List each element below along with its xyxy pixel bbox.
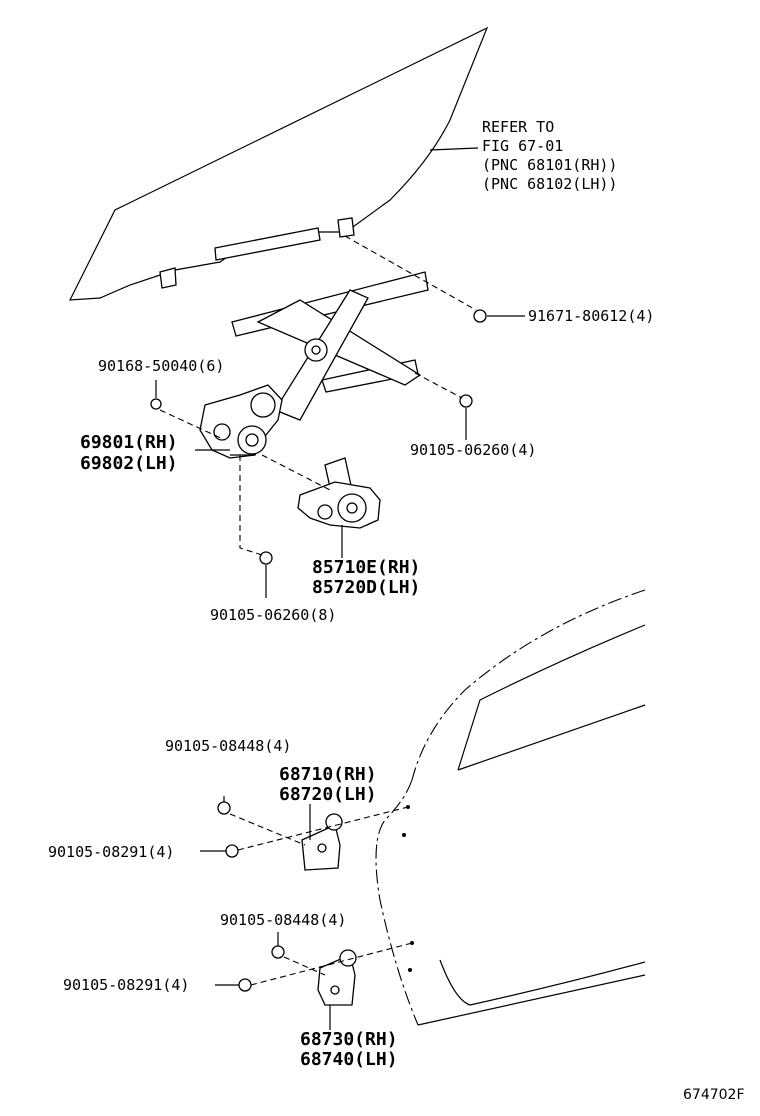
bolt-90105-06260-upper-icon [459, 394, 473, 440]
bolt-90105-06260-lower-icon [259, 551, 273, 598]
part-label-68740-lh: 68740(LH) [300, 1049, 398, 1070]
part-label-69802-lh: 69802(LH) [80, 453, 178, 474]
refer-line-2: FIG 67-01 [482, 137, 564, 155]
part-label-68730-rh: 68730(RH) [300, 1029, 398, 1050]
part-label-85710e-rh: 85710E(RH) [312, 557, 421, 578]
figure-number: 674702F [683, 1087, 745, 1103]
refer-line-3: (PNC 68101(RH)) [482, 156, 618, 174]
part-label-91671-80612: 91671-80612(4) [528, 307, 655, 325]
lower-door-hinge [215, 932, 413, 1030]
door-glass [68, 26, 489, 301]
refer-line-4: (PNC 68102(LH)) [482, 175, 618, 193]
part-label-90105-06260-upper: 90105-06260(4) [410, 441, 537, 459]
part-label-90105-08291-lower: 90105-08291(4) [63, 976, 190, 994]
part-label-90105-08448-lower: 90105-08448(4) [220, 911, 347, 929]
window-regulator [199, 271, 429, 459]
part-label-69801-rh: 69801(RH) [80, 432, 178, 453]
screw-90168-icon [150, 398, 162, 410]
part-label-68720-lh: 68720(LH) [279, 784, 377, 805]
window-motor [297, 457, 381, 558]
part-label-85720d-lh: 85720D(LH) [312, 577, 421, 598]
part-label-90105-08448-upper: 90105-08448(4) [165, 737, 292, 755]
upper-dashed-lines [155, 235, 477, 556]
vehicle-body [375, 589, 646, 1026]
refer-line-1: REFER TO [482, 118, 555, 136]
upper-door-hinge [200, 796, 409, 871]
bolt-91671-icon [473, 309, 525, 323]
part-label-90105-08291-upper: 90105-08291(4) [48, 843, 175, 861]
part-label-90105-06260-lower: 90105-06260(8) [210, 606, 337, 624]
part-label-90168-50040: 90168-50040(6) [98, 357, 225, 375]
part-label-68710-rh: 68710(RH) [279, 764, 377, 785]
